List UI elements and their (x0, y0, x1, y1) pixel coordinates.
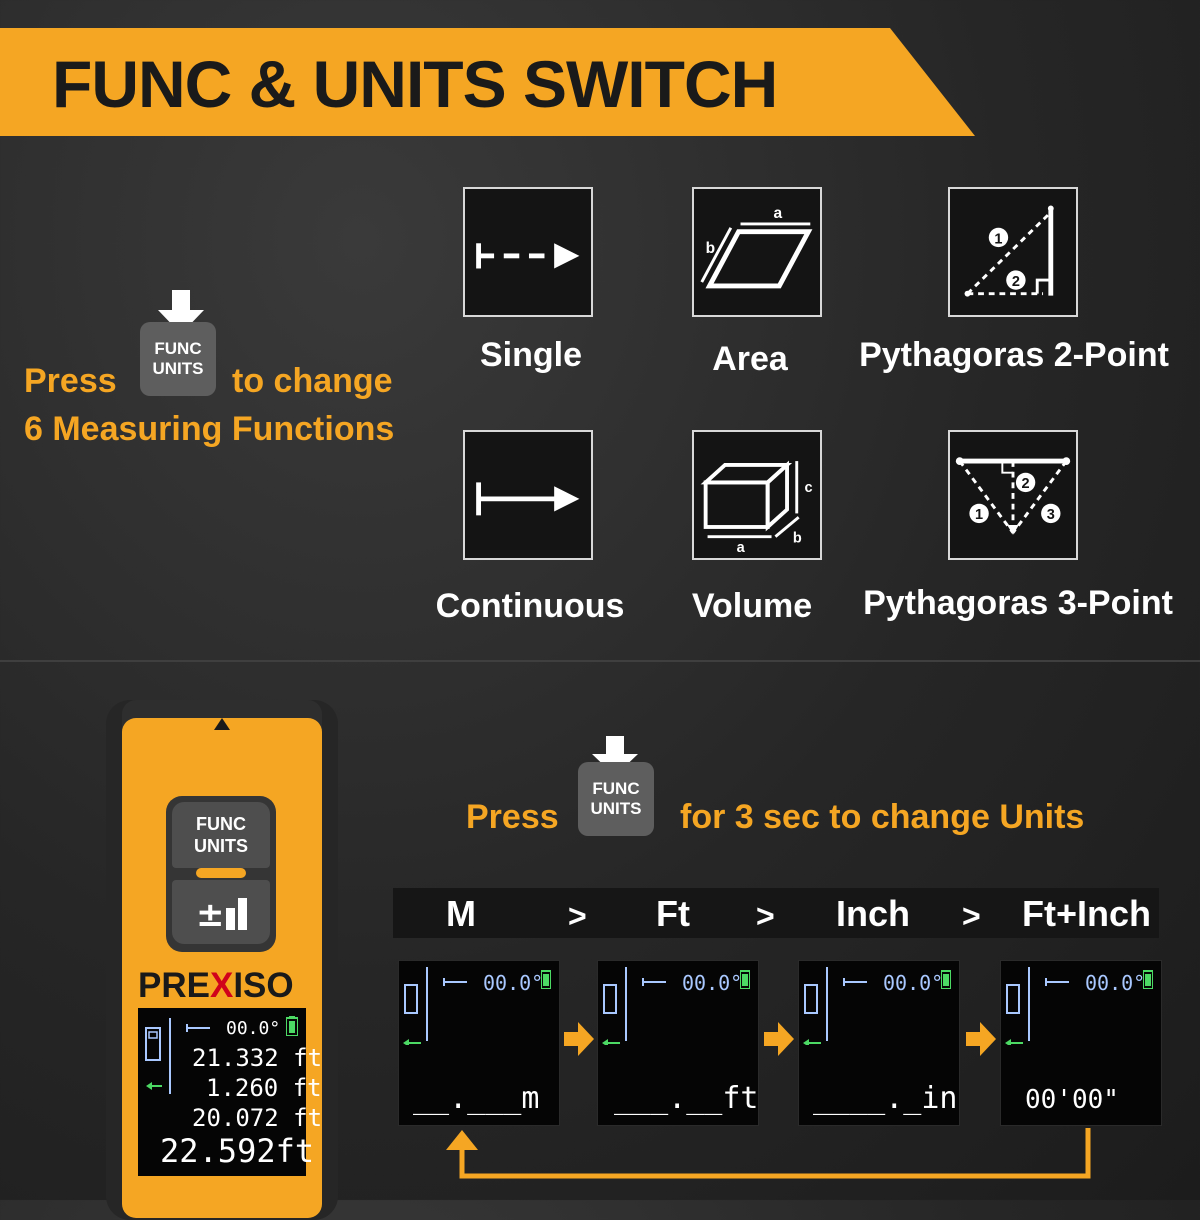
screen-value: __.___m (413, 1081, 540, 1116)
unit-label-inch: Inch (836, 893, 911, 934)
unit-separator: > (756, 898, 775, 934)
screen-angle: 00.0° (483, 971, 544, 995)
func-key-line2: UNITS (152, 359, 204, 378)
p2-mark-2: 2 (1012, 274, 1020, 290)
pythagoras-2-point-icon: 1 2 (948, 187, 1078, 317)
laser-indicator-icon (214, 718, 230, 730)
function-label-area: Area (712, 340, 788, 378)
device-main-reading: 22.592ft (160, 1132, 315, 1170)
screen-angle: 00.0° (883, 971, 944, 995)
cycle-return-arrow-icon (446, 1128, 1091, 1179)
func-units-key: FUNC UNITS (140, 322, 216, 396)
device-func-units-button[interactable]: FUNC UNITS (172, 802, 270, 868)
units-press-text: Press (466, 798, 559, 836)
header-banner (0, 28, 975, 136)
single-mode-indicator-icon (843, 978, 867, 986)
single-measure-icon (463, 187, 593, 317)
page-title: FUNC & UNITS SWITCH (52, 47, 778, 121)
battery-icon (941, 970, 951, 989)
area-mark-b: b (706, 240, 715, 257)
screen-value: ____._in (813, 1081, 958, 1116)
unit-label-ft: Ft (656, 893, 690, 934)
section-divider (0, 660, 1200, 662)
device-mini-icon (803, 967, 828, 1045)
functions-count-text: 6 Measuring Functions (24, 410, 395, 448)
function-label-single: Single (479, 336, 583, 374)
to-change-text: to change (232, 362, 393, 400)
unit-cycle-strip (393, 888, 1159, 938)
unit-label-ft-inch: Ft+Inch (1022, 893, 1152, 934)
p2-mark-1: 1 (994, 231, 1002, 247)
unit-separator: > (568, 898, 587, 934)
svg-text:±: ± (196, 895, 225, 935)
function-label-continuous: Continuous (435, 587, 625, 625)
volume-mark-b: b (793, 530, 802, 546)
function-label-pythagoras-3: Pythagoras 3-Point (863, 584, 1173, 622)
device-key-line2: UNITS (194, 836, 248, 856)
battery-icon (541, 970, 551, 989)
battery-icon (1143, 970, 1153, 989)
device-screen: 00.0° 21.332 ft 1.260 ft 20.072 ft 22.59… (138, 1008, 322, 1176)
device-angle: 00.0° (226, 1018, 281, 1039)
device-mini-icon (145, 1018, 171, 1094)
volume-mark-c: c (804, 480, 812, 496)
device-reading-1: 21.332 ft (192, 1044, 323, 1072)
single-mode-indicator-icon (642, 978, 666, 986)
device-led (196, 868, 246, 878)
single-mode-indicator-icon (443, 978, 467, 986)
area-icon: a b (692, 187, 822, 317)
press-text: Press (24, 362, 117, 400)
pythagoras-3-point-icon: 2 1 3 (948, 430, 1078, 560)
unit-screen-inch: 00.0° ____._in (798, 960, 960, 1126)
volume-mark-a: a (737, 540, 746, 556)
continuous-measure-icon (463, 430, 593, 560)
battery-icon (740, 970, 750, 989)
unit-separator: > (962, 898, 981, 934)
screen-angle: 00.0° (682, 971, 743, 995)
p3-mark-1: 1 (975, 507, 983, 523)
screen-value: 00'00" (1025, 1085, 1119, 1115)
units-key-line2: UNITS (590, 799, 642, 818)
p3-mark-2: 2 (1022, 476, 1030, 492)
device-mini-icon (403, 967, 428, 1045)
unit-screen-ft-inch: 00.0° 00'00" (1000, 960, 1162, 1126)
device-plus-minus-button[interactable]: ± (172, 880, 270, 944)
right-arrow-icon (966, 1022, 996, 1056)
unit-screen-ft: 00.0° ___.__ft (597, 960, 759, 1126)
func-key-line1: FUNC (154, 339, 202, 358)
device-reading-2: 1.260 ft (206, 1074, 322, 1102)
units-key-line1: FUNC (592, 779, 640, 798)
device-mini-icon (602, 967, 627, 1045)
unit-screen-m: 00.0° __.___m (398, 960, 560, 1126)
brand-logo: PREXISO (138, 966, 294, 1005)
p3-mark-3: 3 (1047, 507, 1055, 523)
device-key-line1: FUNC (196, 814, 246, 834)
area-mark-a: a (773, 205, 782, 222)
device-mini-icon (1005, 967, 1030, 1045)
func-units-key: FUNC UNITS (578, 762, 654, 836)
screen-angle: 00.0° (1085, 971, 1146, 995)
single-mode-indicator-icon (186, 1024, 210, 1032)
right-arrow-icon (564, 1022, 594, 1056)
units-hold-text: for 3 sec to change Units (680, 798, 1085, 836)
screen-value: ___.__ft (614, 1081, 759, 1116)
unit-label-m: M (446, 893, 476, 934)
plus-minus-icon: ± (196, 895, 247, 935)
function-label-pythagoras-2: Pythagoras 2-Point (859, 336, 1169, 374)
function-label-volume: Volume (691, 587, 813, 625)
right-arrow-icon (764, 1022, 794, 1056)
device-reading-3: 20.072 ft (192, 1104, 323, 1132)
volume-icon: c a b (692, 430, 822, 560)
battery-icon (286, 1016, 298, 1036)
single-mode-indicator-icon (1045, 978, 1069, 986)
